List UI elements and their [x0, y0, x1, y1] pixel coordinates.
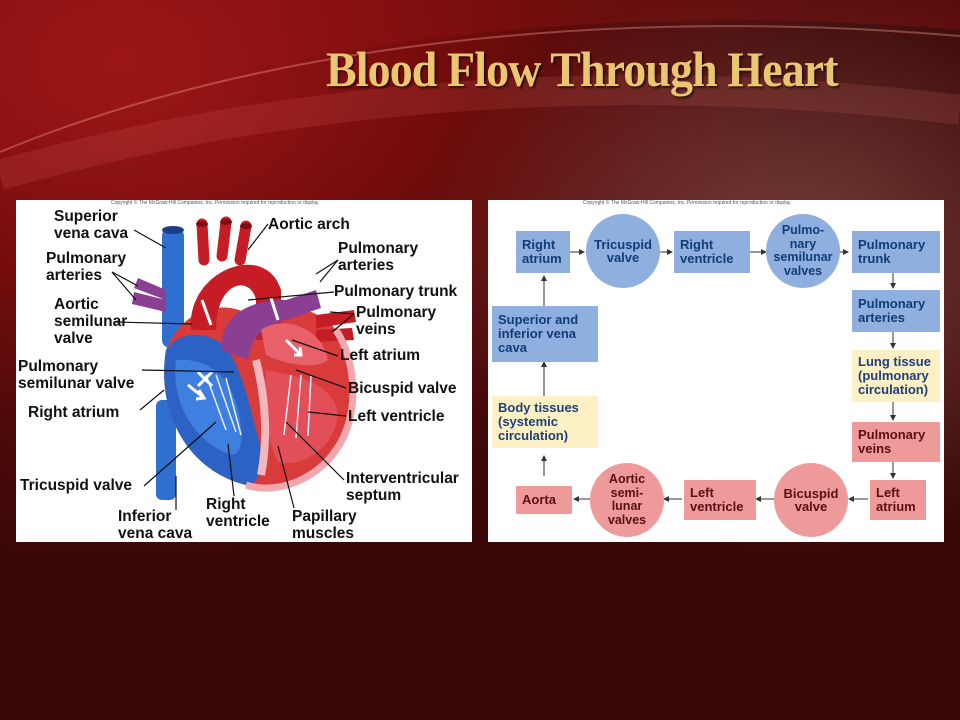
- node-vena-cava: Superior and inferior vena cava: [492, 306, 598, 362]
- label-right-ventricle: Right ventricle: [206, 496, 270, 530]
- node-aortic-semilunar-valves: Aortic semi- lunar valves: [590, 463, 664, 537]
- label-aortic-arch: Aortic arch: [268, 216, 350, 233]
- label-pulmonary-trunk: Pulmonary trunk: [334, 283, 458, 300]
- label-pulmonary-arteries-left: Pulmonary arteries: [46, 250, 127, 284]
- label-interventricular-septum: Interventricular septum: [346, 470, 459, 504]
- node-body-tissues: Body tissues (systemic circulation): [492, 396, 598, 448]
- label-bicuspid-valve: Bicuspid valve: [348, 380, 457, 397]
- node-tricuspid-valve: Tricuspid valve: [586, 214, 660, 288]
- slide-title: Blood Flow Through Heart: [326, 41, 839, 97]
- label-left-ventricle: Left ventricle: [348, 408, 445, 425]
- label-right-atrium: Right atrium: [28, 404, 120, 421]
- label-aortic-semilunar-valve: Aortic semilunar valve: [54, 296, 128, 347]
- node-pulmonary-trunk: Pulmonary trunk: [852, 231, 940, 273]
- node-lung-tissue: Lung tissue (pulmonary circulation): [852, 350, 940, 402]
- label-tricuspid-valve: Tricuspid valve: [20, 477, 132, 494]
- node-pulmonary-arteries: Pulmonary arteries: [852, 290, 940, 332]
- label-pulmonary-veins: Pulmonary veins: [356, 304, 437, 338]
- node-pulmonary-semilunar-valves: Pulmo- nary semilunar valves: [766, 214, 840, 288]
- node-left-atrium: Left atrium: [870, 480, 926, 520]
- heart-illustration: [111, 216, 357, 510]
- blood-flow-chart-panel: Copyright © The McGraw-Hill Companies, I…: [488, 200, 944, 542]
- label-left-atrium: Left atrium: [340, 347, 421, 364]
- flow-arrows: [541, 249, 896, 502]
- node-left-ventricle: Left ventricle: [684, 480, 756, 520]
- copyright-notice: Copyright © The McGraw-Hill Companies, I…: [111, 200, 320, 206]
- node-aorta: Aorta: [516, 486, 572, 514]
- label-pulmonary-semilunar-valve: Pulmonary semilunar valve: [18, 358, 135, 392]
- copyright-notice: Copyright © The McGraw-Hill Companies, I…: [583, 200, 792, 206]
- label-superior-vena-cava: Superior vena cava: [54, 208, 129, 242]
- label-papillary-muscles: Papillary muscles: [292, 508, 357, 542]
- node-bicuspid-valve: Bicuspid valve: [774, 463, 848, 537]
- heart-anatomy-panel: Copyright © The McGraw-Hill Companies, I…: [16, 200, 472, 542]
- node-pulmonary-veins: Pulmonary veins: [852, 422, 940, 462]
- node-right-atrium: Right atrium: [516, 231, 570, 273]
- label-pulmonary-arteries-right: Pulmonary arteries: [338, 240, 419, 274]
- node-right-ventricle: Right ventricle: [674, 231, 750, 273]
- label-inferior-vena-cava: Inferior vena cava: [118, 508, 193, 542]
